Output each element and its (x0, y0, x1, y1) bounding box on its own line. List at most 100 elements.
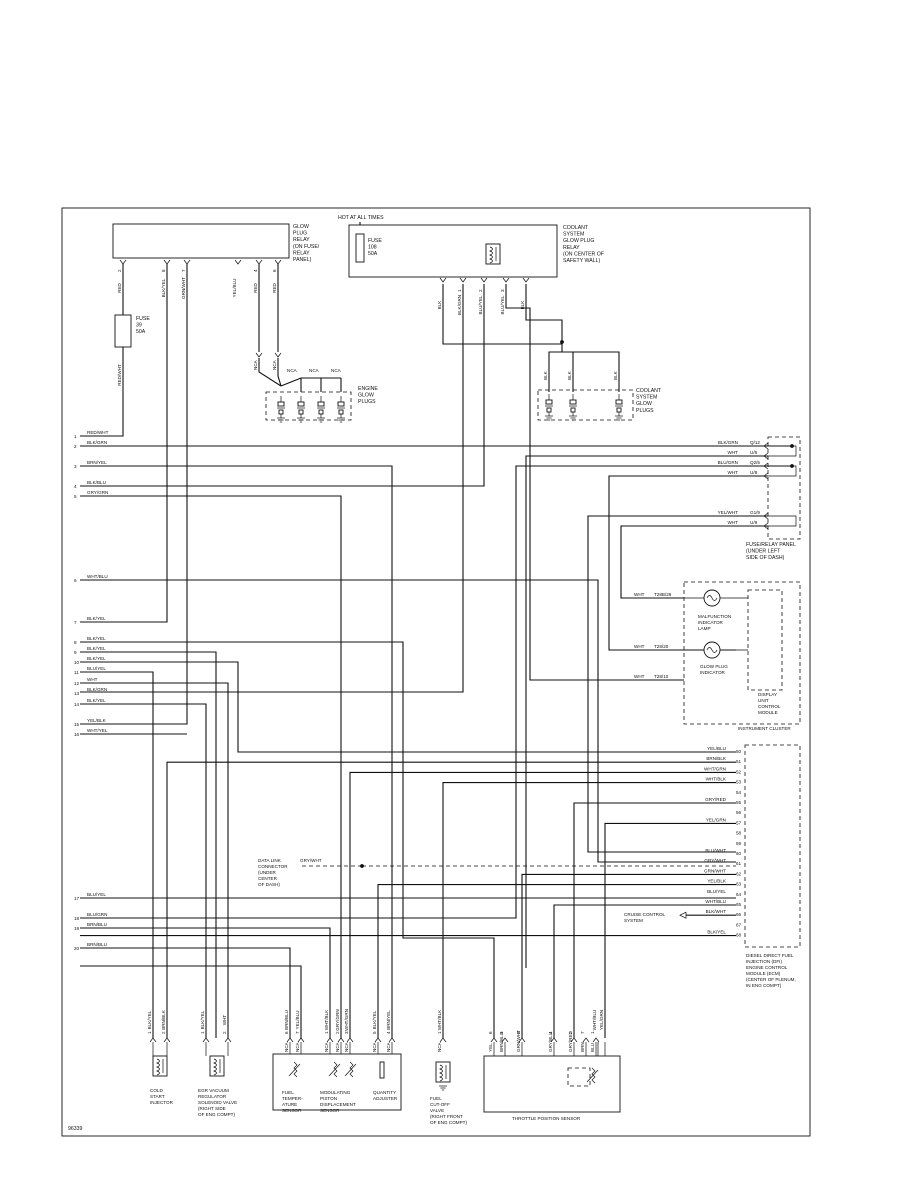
fuse-panel-pin[interactable] (763, 462, 769, 470)
wire-color-label: BLK/GRN (718, 440, 738, 445)
nca-label: NCA (331, 368, 342, 373)
tps-pin-1[interactable] (592, 1037, 600, 1043)
left-pin-number: 10 (74, 660, 80, 665)
wire-color-label: YEL/GRN (599, 1010, 604, 1030)
wire-blk-blu (80, 284, 485, 487)
malfunction-indicator-lamp-icon (703, 589, 721, 607)
wire-color-label: GRN/WHT (704, 868, 726, 873)
glow-relay-pin-8[interactable] (163, 259, 171, 265)
pin-number: U/9 (750, 520, 758, 525)
left-pin-number: 12 (74, 681, 80, 686)
pin-number: 4 (253, 269, 258, 272)
glow-relay-pin-7[interactable] (183, 259, 191, 265)
fuse-panel-pin[interactable] (763, 452, 769, 460)
wire-color-label: WHT (222, 1015, 227, 1026)
wire-gry-red (573, 802, 736, 1038)
sensor-pin-7[interactable] (297, 1037, 305, 1043)
pin-number: U/8 (750, 470, 758, 475)
data-link-label: OF DASH) (258, 882, 280, 887)
left-pin-number: 14 (74, 702, 80, 707)
ground-icon (277, 417, 285, 423)
coolant-relay-box (348, 224, 558, 278)
wire-color-label: BRN/YEL (87, 460, 107, 465)
wire-color-label: GRY/GRN (335, 1009, 340, 1030)
coolant-relay-pin-x[interactable] (522, 277, 530, 283)
glow-relay-pin-2[interactable] (119, 259, 127, 265)
ground-icon (615, 415, 623, 421)
coolant-relay-pin-3[interactable] (502, 277, 510, 283)
sensor-pin-1[interactable] (326, 1037, 334, 1043)
coolant-relay-label: (ON CENTER OF (563, 251, 604, 257)
coolant-relay-pin-2[interactable] (480, 277, 488, 283)
nca-connector[interactable] (274, 352, 282, 358)
glow-relay-pin-6[interactable] (274, 259, 282, 265)
cold-start-pin-1[interactable] (149, 1037, 157, 1043)
nca-label: NCA (284, 1041, 289, 1052)
pin-number: Q/12 (750, 440, 760, 445)
fuel-cutoff-label: CUT-OFF (430, 1102, 450, 1107)
quantity-adjuster-label: ADJUSTER (373, 1096, 398, 1101)
pin-number: 3 (516, 1031, 521, 1034)
glow-plug-icon-3 (317, 396, 325, 418)
tps-pin-2[interactable] (570, 1037, 578, 1043)
wire-color-label: BLK/YEL (161, 278, 166, 297)
wire-wht (525, 455, 768, 968)
splice-dot (560, 340, 564, 344)
fuse-108-label: 108 (368, 245, 377, 251)
sensor-pin-4[interactable] (388, 1037, 396, 1043)
nca-label: NCA (253, 359, 258, 370)
coolant-glow-plug-icon-3 (615, 394, 623, 416)
coolant-relay-pin-x[interactable] (439, 277, 447, 283)
fuel-temp-sensor-label: FUEL (282, 1090, 294, 1095)
tps-pin-5[interactable] (501, 1037, 509, 1043)
sensor-pin-3[interactable] (346, 1037, 354, 1043)
egr-valve-label: OF ENG COMPT) (198, 1112, 235, 1117)
nca-connector[interactable] (255, 352, 263, 358)
wire-color-label: BLU (590, 1043, 595, 1052)
pin-number: 6 (284, 1031, 289, 1034)
instrument-cluster-box (683, 581, 801, 725)
coolant-glow-plugs-box (537, 389, 634, 421)
left-pin-number: 5 (74, 494, 77, 499)
wire-color-label: BLK (567, 370, 572, 380)
wire-wht-blu (553, 904, 736, 1038)
egr-pin-2[interactable] (224, 1037, 232, 1043)
pin-number: Q2/5 (750, 460, 760, 465)
tps-potentiometer-box (567, 1067, 591, 1087)
ground-icon (569, 415, 577, 421)
fuse-panel-pin[interactable] (763, 512, 769, 520)
sensor-pin-2[interactable] (337, 1037, 345, 1043)
fuse-panel-pin[interactable] (763, 472, 769, 480)
glow-relay-pin-4[interactable] (255, 259, 263, 265)
wire-wht-blu (80, 579, 736, 863)
fuse-panel-pin[interactable] (763, 442, 769, 450)
wire-color-label: BRN (580, 1042, 585, 1052)
fuse-39-label: 39 (136, 323, 142, 329)
wire-color-label: RED (253, 282, 258, 292)
wire-color-label: BRN/BLU (87, 942, 107, 947)
tps-pin-7[interactable] (582, 1037, 590, 1043)
tps-pin-6[interactable] (490, 1037, 498, 1043)
piston-sensor-icon (344, 1061, 357, 1078)
glow-relay-pin-x[interactable] (234, 259, 242, 265)
nca-label: NCA (372, 1041, 377, 1052)
fuse-panel-pin[interactable] (763, 522, 769, 530)
coolant-relay-pin-1[interactable] (459, 277, 467, 283)
coolant-relay-label: SAFETY WALL) (563, 258, 600, 264)
wire-color-label: BLU/GRN (718, 460, 738, 465)
tps-pin-4[interactable] (550, 1037, 558, 1043)
wire-color-label: BRN/BLK (706, 756, 727, 761)
sensor-pin-5[interactable] (374, 1037, 382, 1043)
variable-arrow (586, 1069, 599, 1083)
pin-number: 2 (117, 269, 122, 272)
fuel-cutoff-pin-1[interactable] (439, 1037, 447, 1043)
wire-color-label: WHT (728, 450, 739, 455)
glow-plug-relay-box (112, 223, 290, 259)
egr-pin-1[interactable] (202, 1037, 210, 1043)
data-link-label: (UNDER (258, 870, 277, 875)
fuse-relay-panel-box (767, 436, 801, 540)
tps-pin-3[interactable] (518, 1037, 526, 1043)
wire-color-label: BLK/WHT (706, 909, 727, 914)
sensor-pin-6[interactable] (286, 1037, 294, 1043)
cold-start-pin-2[interactable] (163, 1037, 171, 1043)
